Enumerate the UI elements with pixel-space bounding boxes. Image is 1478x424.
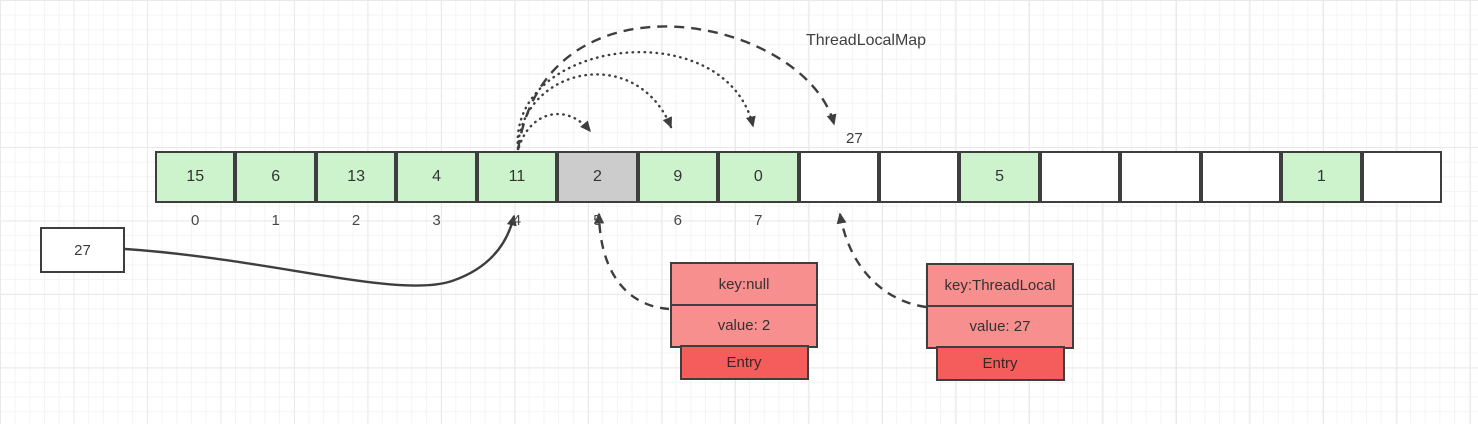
- probe-arc-4-to-5: [517, 112, 592, 149]
- array-cell-11: [1039, 151, 1121, 203]
- index-label-4: 4: [512, 212, 522, 229]
- index-label-1: 1: [271, 212, 280, 229]
- array-cell-12: [1120, 151, 1201, 203]
- index-label-8: [799, 212, 879, 229]
- probe-arc-4-to-7: [516, 50, 756, 151]
- array-cell-9: [878, 151, 960, 203]
- index-label-10: [959, 212, 1039, 229]
- index-label-9: [879, 212, 959, 229]
- index-label-2: 2: [351, 212, 361, 229]
- array-cell-1: 6: [235, 151, 316, 203]
- probe-arc-4-to-8: [516, 25, 837, 151]
- array-cell-7: 0: [718, 151, 799, 203]
- array-cell-0: 15: [155, 151, 236, 203]
- index-label-6: 6: [673, 212, 683, 229]
- index-label-13: [1201, 212, 1281, 229]
- array-cell-5: 2: [557, 151, 638, 203]
- entry-value-field: value: 27: [926, 304, 1074, 349]
- index-label-12: [1120, 212, 1200, 229]
- array-cell-2: 13: [315, 151, 397, 203]
- index-label-11: [1040, 212, 1120, 229]
- array-cell-10: 5: [959, 151, 1040, 203]
- array-cell-6: 9: [637, 151, 719, 203]
- array-cell-3: 4: [396, 151, 477, 203]
- probe-arc-4-to-6: [516, 73, 673, 150]
- index-label-14: [1281, 212, 1361, 229]
- array-cell-8: [798, 151, 879, 203]
- index-label-15: [1362, 212, 1442, 229]
- index-label-5: 5: [593, 212, 602, 229]
- entry-key-field: key:null: [670, 262, 818, 306]
- entry-value-field: value: 2: [670, 303, 818, 348]
- array-cell-13: [1200, 151, 1282, 203]
- entry-type-label: Entry: [679, 345, 809, 381]
- array-index-labels: 0 1 2 3 4 5 6 7: [155, 212, 1442, 229]
- index-label-3: 3: [432, 212, 441, 229]
- entry-box-threadlocal: key:ThreadLocal value: 27 Entry: [926, 263, 1074, 382]
- array-cell-15: [1361, 151, 1442, 203]
- index-label-7: 7: [754, 212, 763, 229]
- entry-key-field: key:ThreadLocal: [926, 263, 1074, 307]
- entry-type-label: Entry: [935, 346, 1065, 382]
- entry-box-null: key:null value: 2 Entry: [670, 262, 818, 381]
- array-cell-4: 11: [476, 151, 558, 203]
- value-27-box: 27: [40, 227, 125, 273]
- page-title: ThreadLocalMap: [806, 32, 927, 49]
- array-cell-14: 1: [1281, 151, 1362, 203]
- probe-arc-value-label: 27: [846, 130, 863, 147]
- index-label-0: 0: [191, 212, 200, 229]
